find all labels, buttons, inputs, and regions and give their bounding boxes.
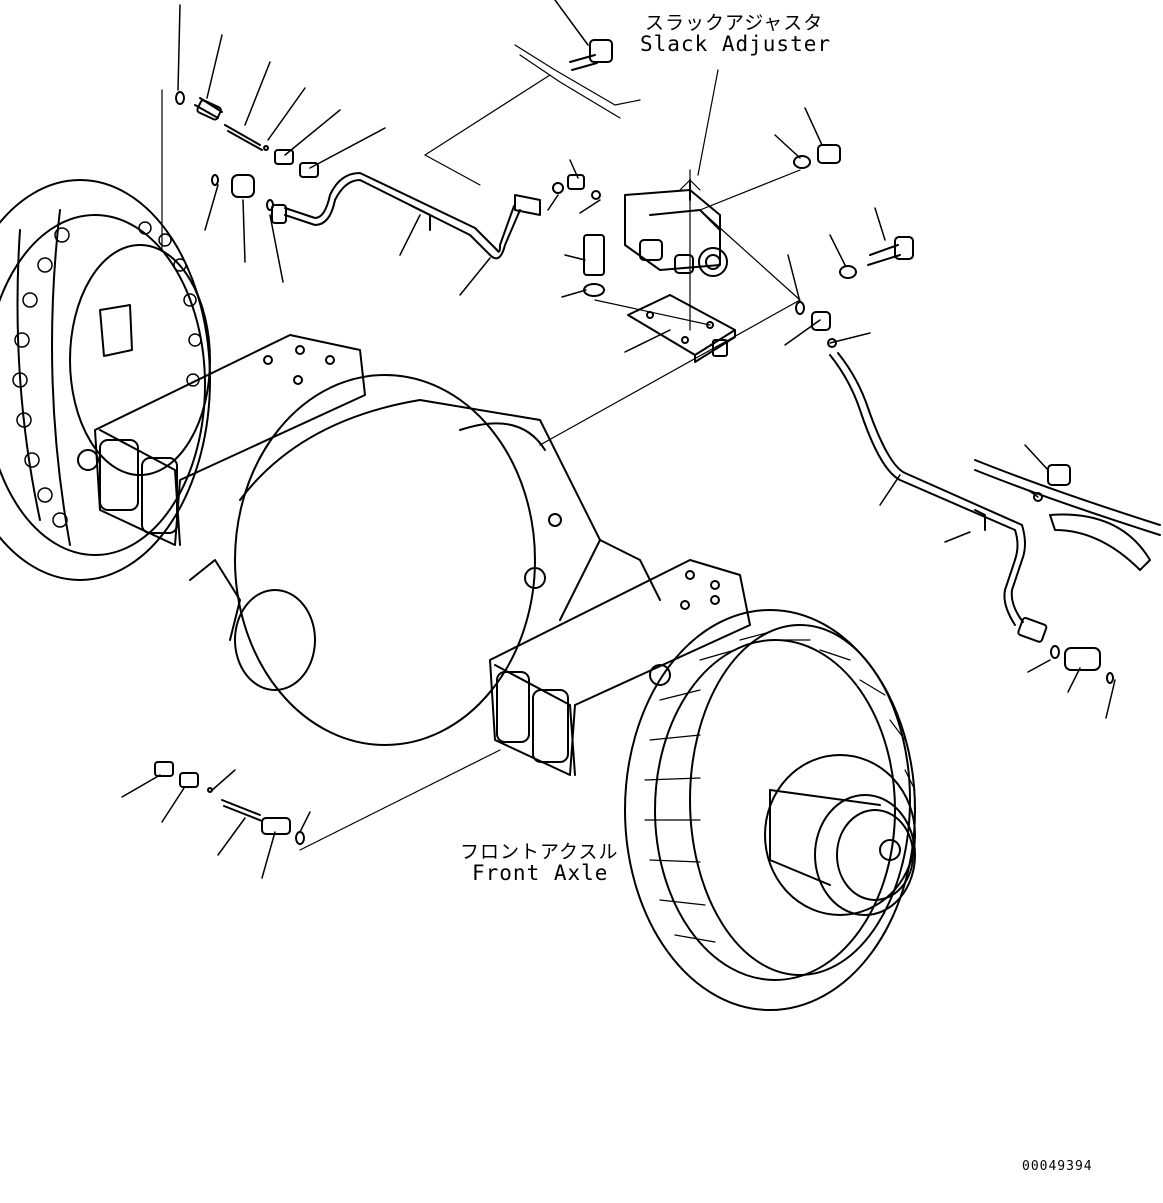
left-wheel-hub <box>0 179 211 581</box>
figure-number: 00049394 <box>1022 1159 1093 1174</box>
leader-lines <box>121 0 1116 879</box>
right-side-parts <box>974 459 1161 684</box>
adjuster-fasteners <box>552 39 914 348</box>
slack-adjuster-label-en: Slack Adjuster <box>640 32 832 56</box>
front-axle-label-en: Front Axle <box>472 861 609 885</box>
right-wheel-hub <box>624 609 916 1011</box>
left-brake-tube <box>271 172 541 260</box>
reference-lines <box>161 44 801 851</box>
right-brake-tube <box>829 352 1048 643</box>
mounting-plate <box>627 294 736 363</box>
slack-adjuster <box>624 179 728 277</box>
top-left-parts <box>175 91 319 211</box>
front-axle-label-jp: フロントアクスル <box>460 841 619 863</box>
slack-adjuster-label-jp: スラックアジャスタ <box>645 12 824 34</box>
axle-housing <box>77 334 751 776</box>
